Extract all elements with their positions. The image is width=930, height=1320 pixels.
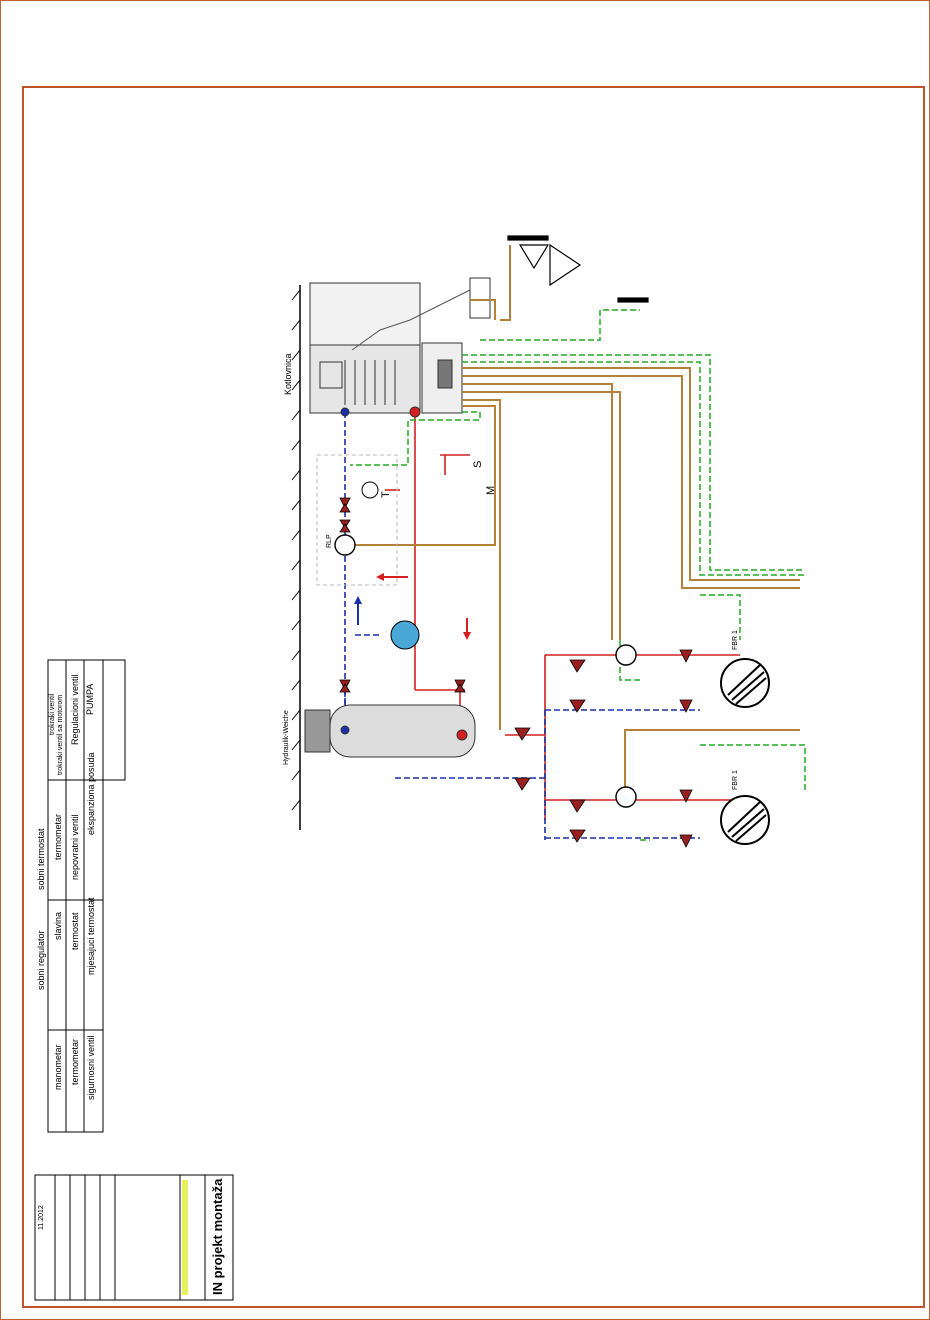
legend-item: trokraki ventil: [49, 693, 56, 735]
legend-table: [47, 659, 126, 1133]
legend-item: manometar: [53, 1044, 63, 1090]
wall-hatch: [291, 285, 301, 830]
m-symbol: M: [485, 485, 497, 495]
legend-item: slavina: [53, 911, 63, 940]
legend-item: Regulacioni ventil: [70, 674, 80, 745]
circuit-pump-1: [615, 644, 637, 666]
controller-box: [469, 277, 491, 319]
s-symbol: S: [472, 460, 484, 468]
circulation-pump: [334, 534, 356, 556]
legend-item: termostat: [70, 912, 80, 950]
legend-item: nepovratni ventil: [70, 814, 80, 880]
legend-item: termometar: [53, 813, 63, 860]
flow-arrows: [354, 573, 471, 640]
legend-item: PUMPA: [85, 683, 95, 715]
legend-item: sigurnosni ventil: [86, 1035, 96, 1100]
floor-heating-coils: [720, 658, 770, 845]
legend-item: sobni termostat: [36, 828, 46, 890]
control-cables-brown: [345, 245, 800, 790]
company-name: IN projekt montaža: [210, 1178, 225, 1295]
legend-item: termometar: [70, 1038, 80, 1085]
valves: [339, 497, 693, 848]
legend-item: ekspanziona posuda: [86, 752, 96, 835]
drawing-frame: [22, 86, 925, 1308]
boiler-unit: [309, 282, 471, 414]
tank-label: Hydraulik-Weiche: [283, 710, 290, 765]
legend-item: sobni regulator: [36, 930, 46, 990]
fbr-label-2: FBR 1: [732, 770, 739, 790]
legend-item: trokraki ventil sa motorom: [57, 694, 64, 775]
boiler-label: Kotlovnica: [283, 353, 293, 395]
circuit-pump-2: [615, 786, 637, 808]
buffer-tank: [304, 406, 476, 758]
pump-group-box: [316, 454, 398, 586]
t-symbol: T: [380, 491, 392, 498]
title-block: [34, 1174, 234, 1301]
pump-tag: RLP: [326, 534, 333, 548]
thermometer-symbol: [361, 481, 379, 499]
fbr-label-1: FBR 1: [732, 630, 739, 650]
drawing-date: 11.2012: [38, 1205, 45, 1230]
expansion-vessel: [390, 620, 420, 650]
warning-symbols: [507, 235, 649, 303]
supply-pipes: [385, 412, 740, 820]
legend-item: mjesajuci termostat: [86, 897, 96, 975]
